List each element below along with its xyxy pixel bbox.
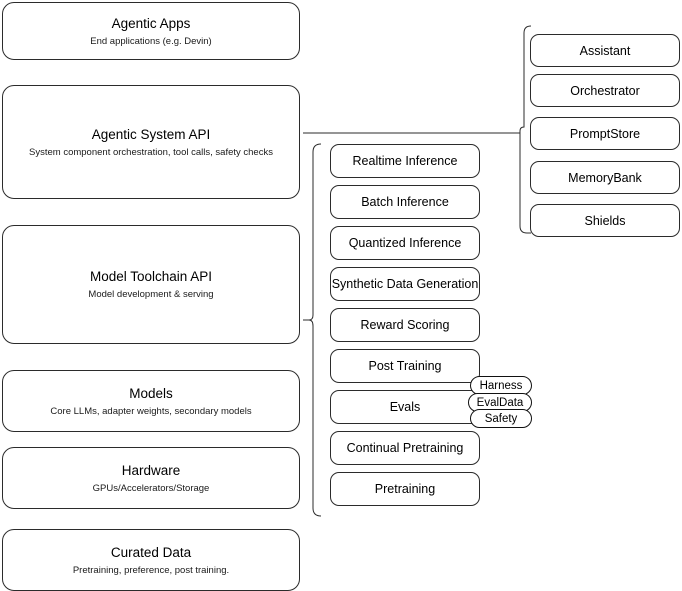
toolchain-capabilities-brace [303, 143, 322, 517]
component-memorybank[interactable]: MemoryBank [530, 161, 680, 194]
component-assistant[interactable]: Assistant [530, 34, 680, 67]
capability-label: Quantized Inference [348, 236, 462, 250]
capability-label: Continual Pretraining [346, 441, 464, 455]
layer-agentic-apps[interactable]: Agentic Apps End applications (e.g. Devi… [2, 2, 300, 60]
capability-batch-inference[interactable]: Batch Inference [330, 185, 480, 219]
capability-continual-pretraining[interactable]: Continual Pretraining [330, 431, 480, 465]
capability-pretraining[interactable]: Pretraining [330, 472, 480, 506]
capability-label: Evals [389, 400, 421, 414]
layer-subtitle: System component orchestration, tool cal… [29, 146, 273, 158]
layer-subtitle: Pretraining, preference, post training. [72, 564, 230, 576]
component-label: Shields [584, 213, 626, 228]
capability-realtime-inference[interactable]: Realtime Inference [330, 144, 480, 178]
layer-subtitle: Model development & serving [88, 289, 214, 300]
badge-label: Harness [479, 379, 523, 392]
layer-title: Agentic Apps [111, 15, 191, 31]
capability-reward-scoring[interactable]: Reward Scoring [330, 308, 480, 342]
capability-post-training[interactable]: Post Training [330, 349, 480, 383]
component-label: MemoryBank [568, 170, 642, 185]
badge-label: EvalData [476, 396, 524, 409]
layer-hardware[interactable]: Hardware GPUs/Accelerators/Storage [2, 447, 300, 509]
capability-synthetic-data-generation[interactable]: Synthetic Data Generation [330, 267, 480, 301]
capability-label: Synthetic Data Generation [331, 277, 479, 291]
evals-badge-evaldata[interactable]: EvalData [468, 393, 532, 412]
capability-label: Reward Scoring [360, 318, 450, 332]
badge-label: Safety [484, 412, 518, 425]
component-shields[interactable]: Shields [530, 204, 680, 237]
layer-subtitle: GPUs/Accelerators/Storage [92, 482, 210, 494]
layer-title: Curated Data [110, 544, 192, 560]
component-label: PromptStore [569, 126, 641, 141]
layer-model-toolchain-api[interactable]: Model Toolchain API Model development & … [2, 225, 300, 344]
layer-title: Agentic System API [91, 126, 211, 142]
layer-title: Model Toolchain API [89, 269, 213, 284]
component-label: Orchestrator [570, 83, 640, 98]
capability-label: Realtime Inference [352, 154, 458, 168]
component-label: Assistant [579, 43, 631, 58]
capability-quantized-inference[interactable]: Quantized Inference [330, 226, 480, 260]
capability-label: Pretraining [374, 482, 436, 496]
layer-title: Hardware [121, 462, 181, 478]
capability-label: Batch Inference [361, 195, 449, 209]
layer-models[interactable]: Models Core LLMs, adapter weights, secon… [2, 370, 300, 432]
capability-evals[interactable]: Evals [330, 390, 480, 424]
layer-curated-data[interactable]: Curated Data Pretraining, preference, po… [2, 529, 300, 591]
component-promptstore[interactable]: PromptStore [530, 117, 680, 150]
component-orchestrator[interactable]: Orchestrator [530, 74, 680, 107]
layer-title: Models [129, 385, 173, 401]
layer-agentic-system-api[interactable]: Agentic System API System component orch… [2, 85, 300, 199]
layer-subtitle: End applications (e.g. Devin) [90, 35, 212, 47]
capability-label: Post Training [368, 359, 442, 373]
evals-badge-safety[interactable]: Safety [470, 409, 532, 428]
layer-subtitle: Core LLMs, adapter weights, secondary mo… [50, 405, 252, 417]
